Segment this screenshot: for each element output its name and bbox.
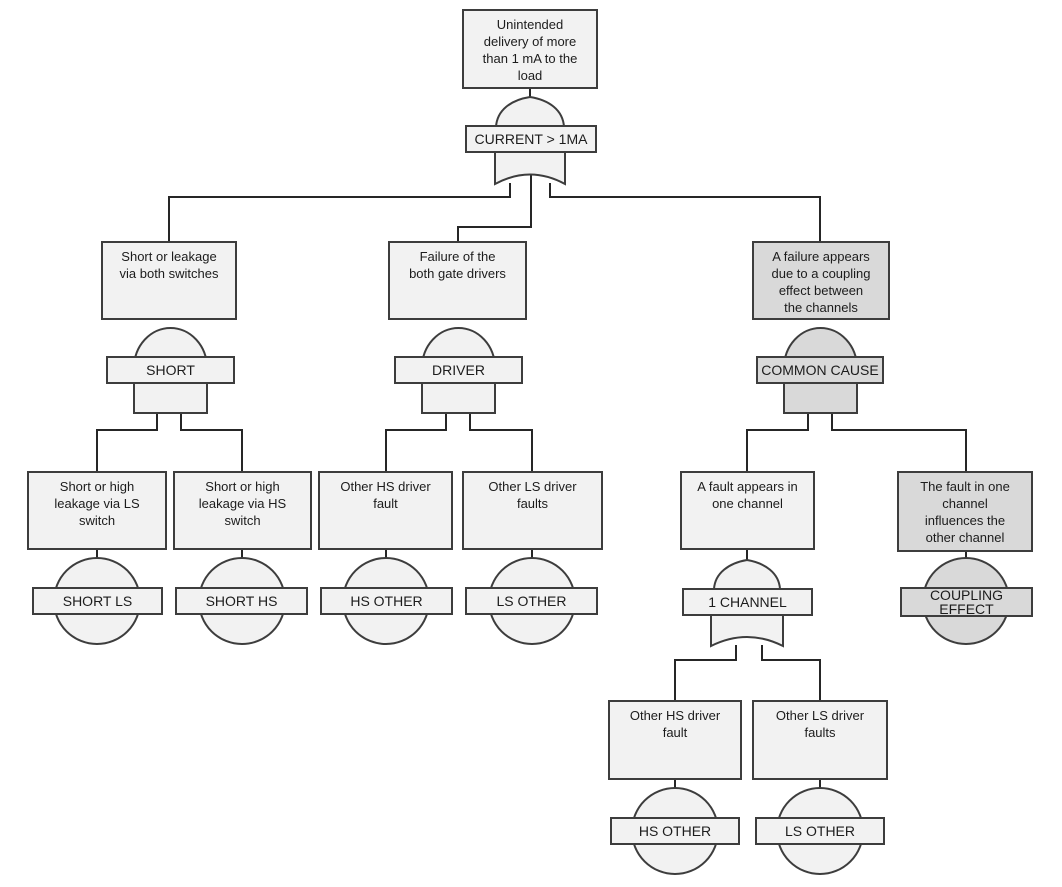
connector-cc-left: [746, 413, 809, 471]
connector-cc-right: [831, 413, 967, 471]
connector-short-left: [96, 413, 158, 471]
event-box-top: Unintended delivery of more than 1 mA to…: [462, 9, 598, 89]
connector-onechannel-right: [761, 645, 821, 700]
or-gate-arch-current: [494, 95, 566, 128]
event-box-ls-other-2: Other LS driver faults: [752, 700, 888, 780]
gate-label-driver: DRIVER: [394, 356, 523, 384]
gate-label-common-cause: COMMON CAUSE: [756, 356, 884, 384]
event-box-ls-other: Other LS driver faults: [462, 471, 603, 550]
event-box-hs-other: Other HS driver fault: [318, 471, 453, 550]
event-box-one-channel: A fault appears in one channel: [680, 471, 815, 550]
connector-right-branch: [549, 183, 821, 241]
connector-driver-left: [385, 413, 447, 471]
event-label-hs-other: HS OTHER: [320, 587, 453, 615]
event-box-common-cause: A failure appears due to a coupling effe…: [752, 241, 890, 320]
connector-onechannel-left: [674, 645, 737, 700]
event-label-short-hs: SHORT HS: [175, 587, 308, 615]
connector-middle-branch: [457, 175, 532, 241]
event-label-hs-other-2: HS OTHER: [610, 817, 740, 845]
event-label-coupling-effect: COUPLING EFFECT: [900, 587, 1033, 617]
gate-label-current: CURRENT > 1MA: [465, 125, 597, 153]
event-box-driver: Failure of the both gate drivers: [388, 241, 527, 320]
event-label-ls-other: LS OTHER: [465, 587, 598, 615]
event-box-coupling: The fault in one channel influences the …: [897, 471, 1033, 552]
or-gate-arch-one-channel: [712, 558, 782, 590]
connector-lines: [96, 88, 967, 790]
event-box-short: Short or leakage via both switches: [101, 241, 237, 320]
gate-label-one-channel: 1 CHANNEL: [682, 588, 813, 616]
event-label-ls-other-2: LS OTHER: [755, 817, 885, 845]
or-gate-body-one-channel: [710, 614, 784, 648]
event-label-short-ls: SHORT LS: [32, 587, 163, 615]
connector-driver-right: [469, 413, 533, 471]
connector-left-branch: [168, 183, 511, 241]
event-box-short-ls: Short or high leakage via LS switch: [27, 471, 167, 550]
event-box-hs-other-2: Other HS driver fault: [608, 700, 742, 780]
event-box-short-hs: Short or high leakage via HS switch: [173, 471, 312, 550]
or-gate-body-current: [494, 150, 566, 186]
gate-label-short: SHORT: [106, 356, 235, 384]
connector-short-right: [180, 413, 243, 471]
